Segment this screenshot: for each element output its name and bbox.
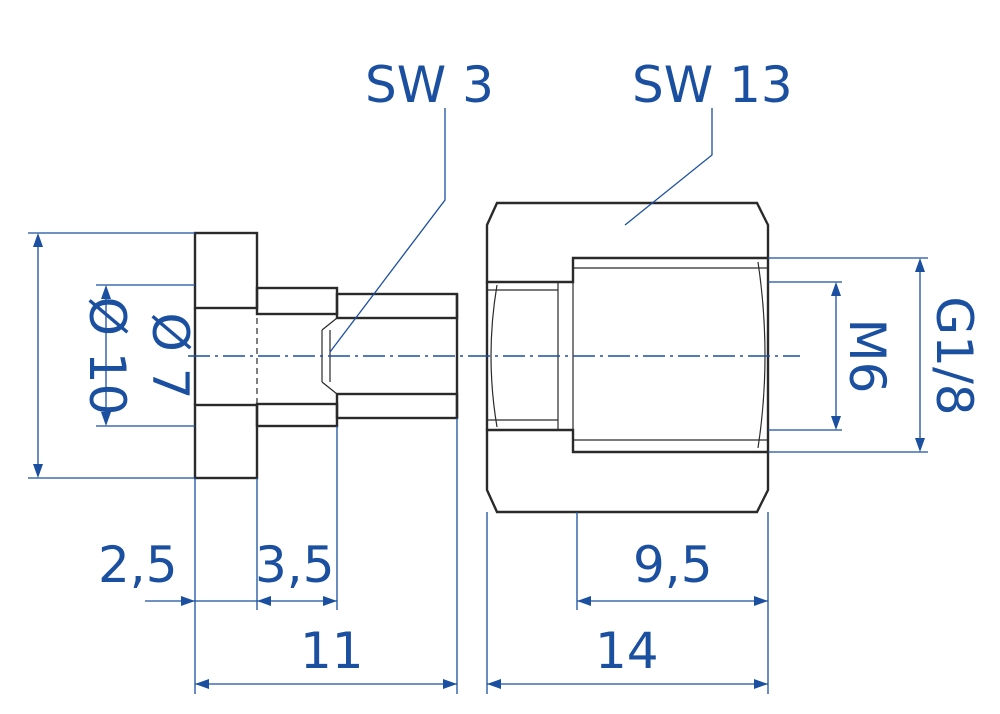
label-sw13: SW 13 (632, 56, 793, 114)
label-3-5: 3,5 (255, 536, 335, 594)
labels: SW 3 SW 13 Ø 10 Ø 7 M6 G1/8 2,5 3,5 9,5 … (78, 56, 983, 680)
label-9-5: 9,5 (633, 536, 713, 594)
hex-nut-part-right (485, 201, 770, 514)
dimensions (28, 108, 928, 694)
label-14: 14 (595, 622, 659, 680)
label-g18: G1/8 (925, 296, 983, 415)
label-dia7: Ø 7 (141, 312, 199, 399)
label-m6: M6 (838, 319, 896, 394)
label-dia10: Ø 10 (78, 297, 136, 416)
label-sw3: SW 3 (365, 56, 494, 114)
label-11: 11 (300, 622, 364, 680)
label-2-5: 2,5 (98, 536, 178, 594)
